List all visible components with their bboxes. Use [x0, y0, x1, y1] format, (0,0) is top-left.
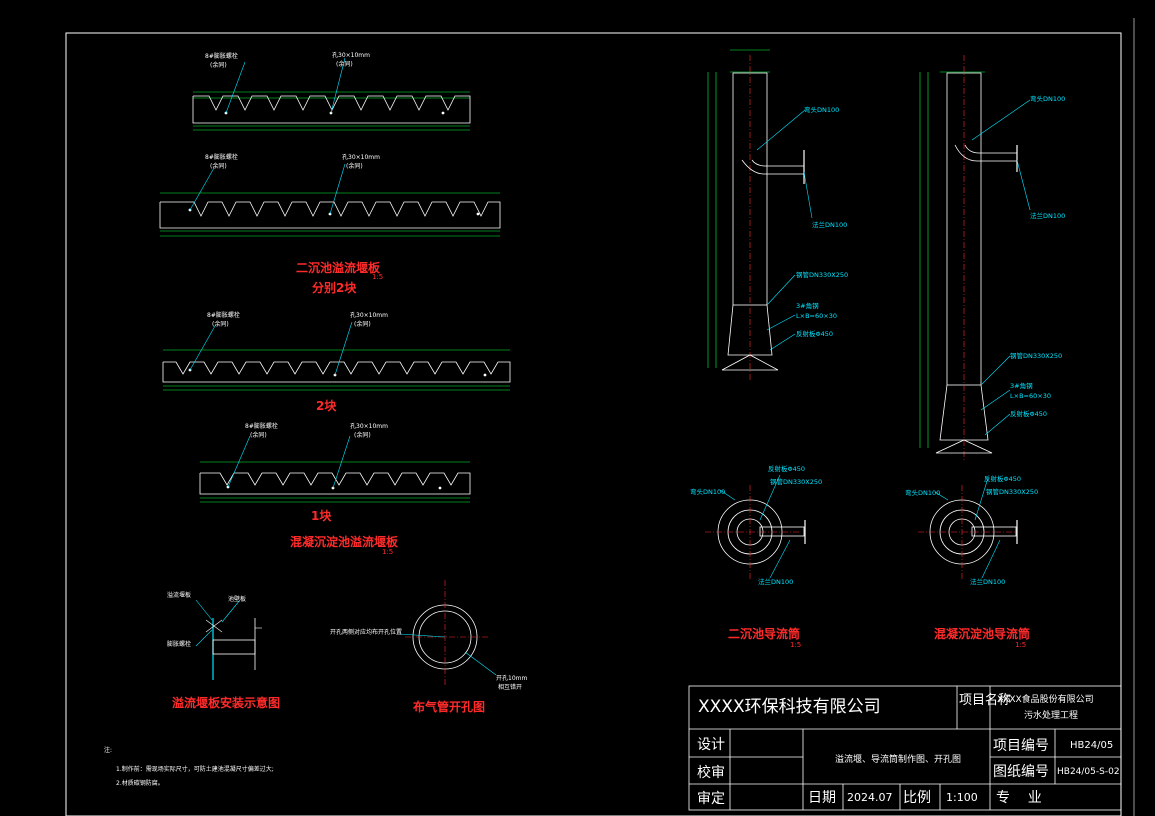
callout-elbow-1: 弯头DN100: [804, 105, 839, 114]
title-guide-secondary: 二沉池导流筒: [728, 626, 800, 641]
callout-hole-sub-3: (余同): [354, 320, 371, 328]
notes-heading: 注:: [104, 746, 112, 754]
callout-bolt-3: 8#膨胀螺栓: [207, 311, 240, 319]
scale-weir-secondary: 1:5: [372, 273, 383, 281]
callout-rib-1: 3#角钢: [796, 301, 819, 310]
scale-label: 比例: [903, 790, 931, 806]
note-weir-secondary: 分别2块: [312, 280, 357, 295]
plan-reflector-2: 反射板Φ450: [984, 474, 1021, 483]
callout-bolt-sub-1: (余同): [210, 61, 227, 69]
callout-hole-2: 孔30×10mm: [342, 153, 380, 161]
callout-bolt-sub-4: (余同): [250, 431, 267, 439]
title-block: [688, 685, 1122, 811]
approve-label: 审定: [697, 791, 725, 807]
title-weir-secondary: 二沉池溢流堰板: [296, 260, 381, 275]
callout-hole-dia: 开孔10mm: [496, 674, 527, 682]
title-two-pieces: 2块: [316, 398, 337, 413]
callout-bolt-4: 8#膨胀螺栓: [245, 422, 278, 430]
weir-plate-3: [162, 321, 511, 391]
design-label: 设计: [697, 737, 725, 753]
discipline-label: 专 业: [996, 790, 1042, 806]
callout-hole-sub-4: (余同): [354, 431, 371, 439]
callout-bolt-install: 膨胀螺栓: [167, 640, 191, 648]
plan-reflector-1: 反射板Φ450: [768, 464, 805, 473]
callout-hole-sub-2: (余同): [346, 162, 363, 170]
notes-line-1: 1.制作前：需现场实际尺寸，可防土建池混凝尺寸偏差过大;: [116, 765, 274, 773]
scale-guide-secondary: 1:5: [790, 641, 801, 649]
drawing-no-label: 图纸编号: [993, 764, 1049, 780]
plan-view-coag: [918, 477, 1018, 580]
callout-guide-pipe-2: 钢管DN330X250: [1010, 351, 1062, 360]
scale-weir-coag: 1:5: [382, 548, 393, 556]
callout-hole-note: 开孔两侧对应均布开孔位置: [330, 628, 402, 636]
drawing-frame: [65, 32, 1122, 816]
scale-guide-coag: 1:5: [1015, 641, 1026, 649]
callout-reflector-1: 反射板Φ450: [796, 329, 833, 338]
weir-plate-2: [159, 163, 501, 237]
callout-bolt-sub-2: (余同): [210, 162, 227, 170]
weir-plate-4: [199, 435, 471, 503]
callout-flange-2: 法兰DN100: [1030, 211, 1065, 220]
callout-rib-size-1: L×B=60×30: [796, 312, 837, 320]
guide-tube-secondary: [707, 49, 813, 380]
callout-hole-3: 孔30×10mm: [350, 311, 388, 319]
project-no: HB24/05: [1070, 740, 1113, 751]
plan-elbow-1: 弯头DN100: [690, 487, 725, 496]
callout-hole-4: 孔30×10mm: [350, 422, 388, 430]
callout-reflector-2: 反射板Φ450: [1010, 409, 1047, 418]
callout-bolt-sub-3: (余同): [212, 320, 229, 328]
title-aeration: 布气管开孔图: [413, 699, 485, 714]
date-value: 2024.07: [847, 791, 893, 804]
callout-weir-plate: 溢流堰板: [167, 591, 191, 599]
callout-bolt-2: 8#膨胀螺栓: [205, 153, 238, 161]
callout-pool-wall: 池壁板: [228, 595, 246, 603]
scale-value: 1:100: [946, 791, 978, 804]
weir-plate-1: [192, 57, 471, 131]
plan-elbow-2: 弯头DN100: [905, 488, 940, 497]
project-name-line-2: 污水处理工程: [1024, 709, 1078, 721]
title-weir-coag: 混凝沉淀池溢流堰板: [290, 534, 399, 549]
date-label: 日期: [808, 790, 836, 806]
callout-guide-pipe-1: 钢管DN330X250: [796, 270, 848, 279]
drawing-no: HB24/05-S-02: [1057, 767, 1120, 777]
guide-tube-coag: [919, 55, 1031, 460]
callout-bolt-1: 8#膨胀螺栓: [205, 52, 238, 60]
plan-guide-pipe-1: 钢管DN330X250: [770, 477, 822, 486]
install-detail: [195, 599, 262, 680]
title-install: 溢流堰板安装示意图: [172, 695, 280, 710]
plan-guide-pipe-2: 钢管DN330X250: [986, 487, 1038, 496]
callout-rib-size-2: L×B=60×30: [1010, 392, 1051, 400]
project-no-label: 项目编号: [993, 738, 1049, 754]
project-name-label: 项目名称: [959, 692, 1011, 708]
drawing-title: 溢流堰、导流筒制作图、开孔图: [835, 753, 961, 765]
aeration-ring: [399, 580, 497, 686]
callout-hole-1: 孔30×10mm: [332, 51, 370, 59]
callout-elbow-2: 弯头DN100: [1030, 94, 1065, 103]
check-label: 校审: [697, 764, 725, 781]
company-name: XXXX环保科技有限公司: [698, 697, 881, 717]
plan-flange-1: 法兰DN100: [758, 577, 793, 586]
plan-flange-2: 法兰DN100: [970, 577, 1005, 586]
project-name-line-1: XXXX食品股份有限公司: [997, 693, 1094, 705]
callout-hole-sub-1: (余同): [336, 60, 353, 68]
title-guide-coag: 混凝沉淀池导流筒: [934, 626, 1030, 641]
notes-line-2: 2.材质碳钢防腐。: [116, 779, 164, 787]
callout-hole-dia2: 相互错开: [498, 683, 522, 691]
callout-flange-1: 法兰DN100: [812, 220, 847, 229]
title-one-piece: 1块: [311, 508, 332, 523]
callout-rib-2: 3#角钢: [1010, 381, 1033, 390]
plan-view-secondary: [705, 474, 806, 580]
